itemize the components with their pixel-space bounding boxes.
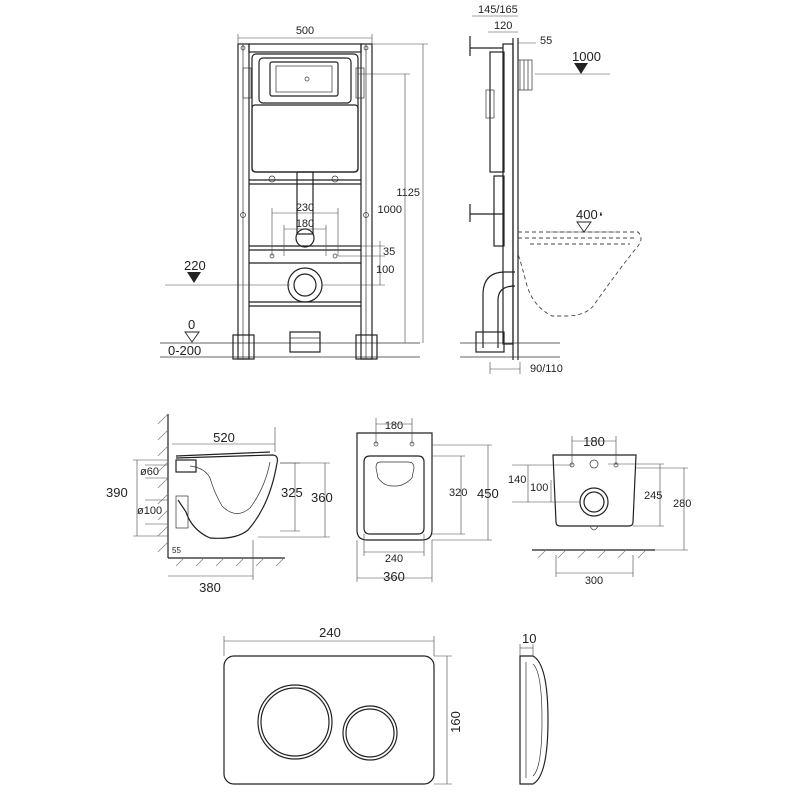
depth-145-165-label: 145/165 — [478, 4, 518, 16]
back-dim-100-label: 100 — [530, 482, 548, 494]
dim-55-label: 55 — [540, 35, 552, 47]
level-0-marker-icon — [184, 331, 200, 343]
small-flush-button — [342, 705, 398, 761]
bowl-top-view: 180 320 450 240 360 — [356, 418, 499, 584]
frame-height-1125-label: 1125 — [396, 187, 420, 199]
frame-side-view: 145/165 120 55 1000 400 ❛ 90/110 — [460, 4, 642, 375]
top-dim-240-label: 240 — [385, 553, 403, 565]
dim-90-110-label: 90/110 — [530, 363, 563, 375]
top-dim-320-label: 320 — [449, 487, 467, 499]
top-dim-180-label: 180 — [385, 420, 403, 432]
top-dim-450-label: 450 — [477, 486, 499, 501]
dia-60-label: ø60 — [140, 466, 159, 478]
plate-width-240-label: 240 — [319, 625, 341, 640]
back-dim-180-label: 180 — [583, 434, 605, 449]
bowl-height-390-label: 390 — [106, 485, 128, 500]
level-1000-label: 1000 — [572, 49, 601, 64]
plate-depth-10-label: 10 — [522, 631, 536, 646]
water-drop-icon: ❛ — [599, 211, 603, 223]
level-220-label: 220 — [184, 258, 206, 273]
height-360-label: 360 — [311, 490, 333, 505]
back-dim-245-label: 245 — [644, 490, 662, 502]
length-380-label: 380 — [199, 580, 221, 595]
height-325-label: 325 — [281, 485, 303, 500]
dim-230-label: 230 — [296, 202, 314, 214]
back-dim-300-label: 300 — [585, 575, 603, 587]
level-1000-marker-icon — [574, 63, 588, 74]
dim-100-label: 100 — [376, 264, 394, 276]
back-dim-140-label: 140 — [508, 474, 526, 486]
bowl-side-view: 520 390 ø60 ø100 325 360 55 380 — [106, 413, 333, 595]
frame-width-label: 500 — [296, 25, 314, 37]
top-dim-360-label: 360 — [383, 569, 405, 584]
level-0-label: 0 — [188, 317, 195, 332]
level-0-200-label: 0-200 — [168, 343, 201, 358]
flush-plate-front-view: 240 160 — [223, 625, 463, 785]
depth-120-label: 120 — [494, 20, 512, 32]
back-dim-280-label: 280 — [673, 498, 691, 510]
level-220-marker-icon — [187, 272, 201, 283]
frame-height-1000-label: 1000 — [378, 204, 402, 216]
frame-front-view: 500 1125 1000 230 180 35 100 220 0 0-200 — [160, 25, 428, 360]
bowl-back-view: 180 140 100 245 280 300 — [508, 434, 691, 587]
dim-55-small-label: 55 — [172, 546, 181, 555]
plate-height-160-label: 160 — [448, 711, 463, 733]
large-flush-button — [257, 684, 333, 760]
flush-plate-side-view: 10 — [519, 631, 549, 785]
level-400-marker-icon — [576, 221, 592, 233]
bowl-length-520-label: 520 — [213, 430, 235, 445]
level-400-label: 400 — [576, 207, 598, 222]
dim-180-label: 180 — [296, 218, 314, 230]
dia-100-label: ø100 — [137, 505, 162, 517]
dim-35-label: 35 — [383, 246, 395, 258]
